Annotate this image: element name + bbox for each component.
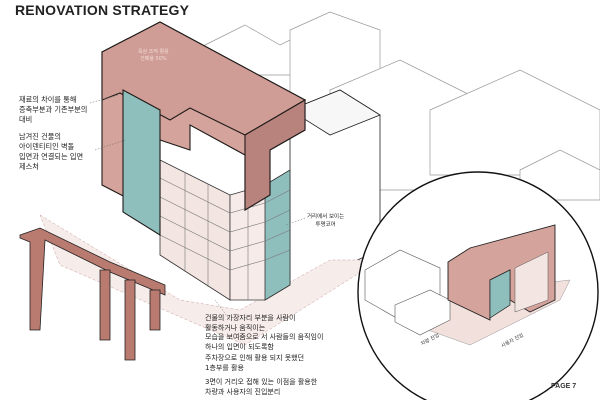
note-line: 하나의 입면이 되도록함 (205, 342, 274, 351)
roof-note: 옥상 조적 활용 건폐율 50% (138, 49, 169, 63)
inset-detail-circle (357, 171, 599, 400)
note-line: 거리에서 보이는 (307, 214, 345, 220)
note-line: 투명코어 (315, 222, 336, 228)
note-line: 건물의 가장자리 부분을 사람이 (205, 314, 296, 322)
brick-frame-model (19, 227, 166, 361)
note-transparent-core: 거리에서 보이는 투명코어 (307, 213, 344, 229)
note-line: 차량과 사용자의 진입분리 (205, 387, 281, 396)
brick-extension-block (101, 21, 307, 236)
note-edge-activity: 건물의 가장자리 부분을 사람이 활동하거나 움직이는 모습을 보여줌으로 서 … (205, 314, 323, 352)
note-line: 주차장으로 인해 활용 되지 못했던 (205, 354, 305, 362)
page-title: RENOVATION STRATEGY (15, 2, 190, 18)
note-line: 3면이 거리오 접해 있는 이점을 활용한 (205, 378, 318, 386)
note-line: 대비 (19, 115, 33, 124)
roof-note-line: 옥상 조적 활용 (138, 49, 169, 55)
note-line: 아이덴티티인 벽돌 (19, 142, 75, 151)
note-line: 남겨진 건물의 (19, 132, 61, 141)
note-line: 증축부분과 기존부분의 (19, 105, 88, 114)
note-line: 입면과 연결되는 입면 (19, 152, 84, 161)
note-entry-separation: 3면이 거리오 접해 있는 이점을 활용한 차량과 사용자의 진입분리 (205, 378, 317, 397)
context-buildings (204, 11, 600, 201)
note-ground-floor: 주차장으로 인해 활용 되지 못했던 1층부를 활용 (205, 354, 304, 373)
note-facade-gesture: 남겨진 건물의 아이덴티티인 벽돌 입면과 연결되는 입면 제스처 (19, 132, 83, 172)
note-line: 제스처 (19, 162, 39, 171)
note-line: 활동하거나 움직이는 (205, 323, 266, 332)
page-number: PAGE 7 (551, 383, 577, 390)
teal-glass-panel (122, 89, 161, 236)
ground-plane (39, 214, 381, 346)
roof-note-line: 건폐율 50% (140, 56, 167, 62)
note-line: 재료의 차이를 통해 (19, 95, 77, 104)
note-line: 1층부를 활용 (205, 363, 244, 372)
note-line: 모습을 보여줌으로 서 사람들의 움직임이 (205, 333, 324, 341)
note-material-contrast: 재료의 차이를 통해 증축부분과 기존부분의 대비 (19, 95, 87, 125)
